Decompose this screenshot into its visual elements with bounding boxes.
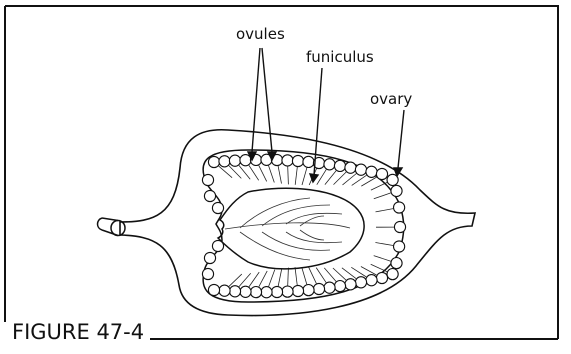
funiculus-strand — [375, 243, 393, 246]
ovule — [212, 202, 223, 213]
ovule — [219, 156, 230, 167]
funiculus-strand — [288, 268, 289, 286]
ovule — [271, 286, 282, 297]
funiculus-strand — [324, 268, 336, 282]
ovule — [303, 156, 314, 167]
funiculus-strand — [249, 272, 259, 287]
ovule — [282, 286, 293, 297]
placenta-veins — [225, 198, 350, 260]
funiculus-strand — [229, 274, 242, 287]
funiculus-strand — [259, 165, 267, 181]
ovule — [394, 221, 405, 232]
ovules-leader-left — [252, 48, 260, 152]
ovules-leader-right — [262, 48, 272, 152]
funiculus-strand — [302, 168, 307, 185]
ovule — [219, 285, 230, 296]
funiculus-strand — [361, 267, 377, 276]
funiculus-strand — [374, 193, 391, 199]
ovule — [355, 277, 366, 288]
funiculus-strand — [295, 267, 297, 285]
ovule — [387, 269, 398, 280]
ovule — [391, 258, 402, 269]
ovule — [202, 174, 213, 185]
figure-caption: FIGURE 47-4 — [12, 320, 144, 344]
funiculus-strand — [371, 182, 387, 190]
ovule — [324, 159, 335, 170]
ovule — [240, 286, 251, 297]
ovule — [229, 286, 240, 297]
ovule — [204, 190, 215, 201]
funiculus-strand — [295, 167, 297, 185]
ovary-leader — [398, 110, 404, 168]
funiculus-strand — [269, 270, 275, 287]
ovule — [376, 168, 387, 179]
ovule — [394, 241, 405, 252]
funiculus-strand — [309, 267, 317, 283]
ovary-label: ovary — [370, 90, 412, 108]
ovule — [391, 185, 402, 196]
ovule — [334, 160, 345, 171]
funiculus-strand — [376, 209, 394, 212]
ovules-label: ovules — [236, 25, 285, 43]
ovule — [376, 272, 387, 283]
funiculus-strand — [302, 267, 307, 284]
funiculus-strand — [325, 171, 336, 185]
ovule — [202, 268, 213, 279]
ovule — [292, 155, 303, 166]
funiculus-strand — [249, 165, 259, 180]
funiculus-strand — [374, 256, 391, 262]
ovule — [282, 155, 293, 166]
funiculus-strand — [334, 172, 347, 185]
funiculus-strand — [361, 177, 377, 186]
ovule — [366, 275, 377, 286]
ovule — [313, 283, 324, 294]
funiculus-strand — [269, 166, 275, 183]
ovule — [366, 166, 377, 177]
ovule — [394, 202, 405, 213]
ovule — [345, 279, 356, 290]
funiculus-label: funiculus — [306, 48, 374, 66]
funiculus-strand — [371, 264, 387, 271]
funiculus-strand — [278, 269, 282, 287]
ovule — [292, 285, 303, 296]
ovule — [208, 284, 219, 295]
ovule — [229, 155, 240, 166]
ovule — [261, 287, 272, 298]
ovule — [355, 164, 366, 175]
funiculus-strand — [278, 166, 281, 184]
funiculus-strand — [351, 267, 366, 277]
funiculus-strand — [259, 271, 267, 287]
funiculus-strand — [316, 268, 326, 283]
ovule — [208, 156, 219, 167]
ovule — [250, 287, 261, 298]
ovule — [345, 162, 356, 173]
funiculus-strand — [219, 166, 233, 178]
ovule — [204, 252, 215, 263]
ovule — [324, 282, 335, 293]
ovule — [334, 281, 345, 292]
ovule — [303, 285, 314, 296]
funiculus-strand — [317, 169, 327, 184]
funiculus-strand — [288, 166, 289, 184]
